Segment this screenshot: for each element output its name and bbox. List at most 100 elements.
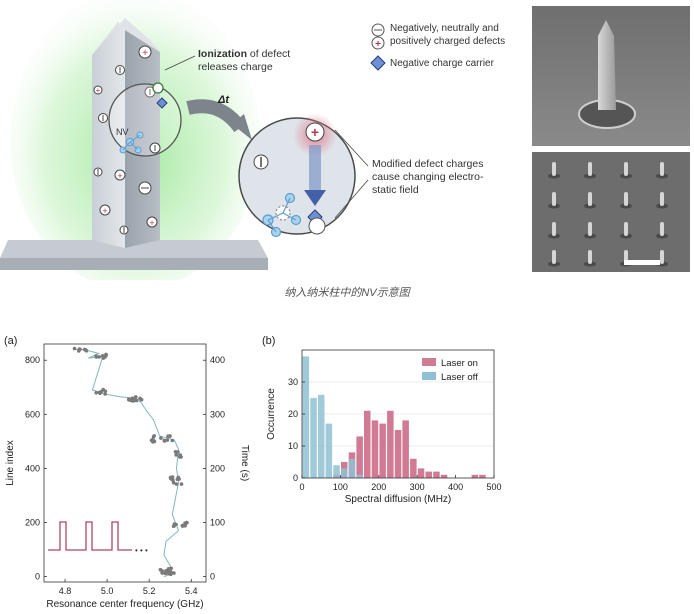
nv-label: NV <box>116 127 129 137</box>
data-point <box>152 434 156 438</box>
sem-pillar <box>624 222 628 236</box>
x-tick-label-b: 200 <box>371 482 386 492</box>
data-point <box>165 569 169 573</box>
x-axis-label-b: Spectral diffusion (MHz) <box>345 494 452 505</box>
ionization-bold: Ionization <box>198 48 247 60</box>
scale-bar <box>624 260 660 265</box>
y-tick-label-b: 0 <box>293 473 298 483</box>
data-point <box>170 477 174 481</box>
ionization-label: Ionization of defect releases charge <box>198 48 290 74</box>
histogram-bar <box>325 423 333 478</box>
data-point <box>163 571 167 576</box>
substrate <box>0 240 268 258</box>
modified-line1: Modified defect charges <box>372 158 484 170</box>
y-tick-label-a: 600 <box>25 409 40 419</box>
data-point <box>78 347 82 352</box>
right-tick-label-a: 200 <box>210 463 225 473</box>
data-point <box>180 523 185 528</box>
nv-center-small <box>119 131 144 154</box>
data-point <box>170 438 175 443</box>
panel-label-b: (b) <box>262 335 275 347</box>
positive-defect-icon <box>305 122 325 142</box>
svg-text:+: + <box>142 48 148 59</box>
ionization-rest: of defect <box>247 48 291 60</box>
svg-text:+: + <box>311 124 319 140</box>
data-point <box>159 436 163 440</box>
data-point <box>174 482 179 486</box>
nv-center-large <box>262 192 302 238</box>
sem-pillar <box>660 250 664 264</box>
carrier-legend-icon <box>370 55 386 71</box>
figure-caption: 纳入纳米柱中的NV示意图 <box>284 287 410 299</box>
right-tick-label-a: 400 <box>210 355 225 365</box>
sem-pillar <box>624 192 628 206</box>
right-tick-label-a: 300 <box>210 409 225 419</box>
histogram-bar <box>410 458 417 478</box>
ionization-line2: releases charge <box>198 61 273 73</box>
pulse-continuation-dots: • • • <box>135 546 148 555</box>
sem-pillar <box>588 250 592 264</box>
legend-swatch <box>422 372 436 380</box>
delta-t-label: Δt <box>218 94 230 106</box>
x-tick-label-b: 500 <box>486 482 501 492</box>
data-point <box>171 524 176 528</box>
data-point <box>169 566 173 571</box>
data-point <box>127 398 131 402</box>
histogram-bar <box>356 436 363 478</box>
legend-carrier: Negative charge carrier <box>390 58 494 69</box>
x-tick-label-b: 0 <box>299 482 304 492</box>
histogram-bar <box>371 420 379 478</box>
nanopillar-schematic: + + + + + + <box>0 0 386 280</box>
svg-text:+: + <box>375 39 381 50</box>
histogram-bar <box>318 394 325 478</box>
svg-text:+: + <box>149 218 154 228</box>
sem-pillar <box>588 192 592 206</box>
data-point <box>172 571 176 575</box>
y-axis-label-b: Occurrence <box>266 388 277 440</box>
sem-pillar <box>624 162 628 176</box>
data-point <box>94 355 99 359</box>
x-tick-label-b: 300 <box>410 482 425 492</box>
y-tick-label-b: 20 <box>288 409 298 419</box>
svg-text:+: + <box>96 86 101 95</box>
histogram-bar <box>479 474 486 478</box>
histogram-bar <box>433 471 440 478</box>
frequency-trace <box>73 348 180 578</box>
histogram-bar <box>394 430 402 478</box>
data-point <box>162 438 167 443</box>
data-point <box>165 438 170 442</box>
sem-pillar <box>588 162 592 176</box>
y-tick-label-a: 200 <box>25 518 40 528</box>
data-point <box>160 571 164 575</box>
x-tick-label-a: 5.0 <box>101 586 114 596</box>
y-axis-label-right-a: Time (s) <box>239 445 250 481</box>
sem-pillar <box>552 250 556 264</box>
histogram-bar <box>364 410 371 478</box>
histogram-bar <box>310 398 317 478</box>
modified-line3: static field <box>372 184 419 196</box>
sem-array-pillars <box>548 162 668 267</box>
data-point <box>179 455 183 459</box>
y-tick-label-a: 400 <box>25 463 40 473</box>
sem-images <box>532 6 690 272</box>
data-point <box>151 440 155 444</box>
data-point <box>84 349 89 353</box>
histogram-bar <box>440 474 448 478</box>
sem-pillar <box>552 162 556 176</box>
histogram-bar <box>402 420 409 478</box>
modified-line2: cause changing electro- <box>372 171 484 183</box>
x-axis-label-a: Resonance center frequency (GHz) <box>46 599 203 610</box>
x-tick-label-a: 5.4 <box>185 586 198 596</box>
x-tick-label-b: 400 <box>448 482 463 492</box>
legend-swatch <box>422 358 436 366</box>
legend-label: Laser off <box>441 372 478 383</box>
data-point <box>158 567 163 572</box>
data-point <box>97 355 101 359</box>
histogram-bar <box>387 410 394 478</box>
laser-pulse-sequence <box>48 521 132 551</box>
data-point <box>173 450 178 454</box>
y-tick-label-b: 10 <box>288 441 298 451</box>
panel-label-a: (a) <box>4 335 17 347</box>
